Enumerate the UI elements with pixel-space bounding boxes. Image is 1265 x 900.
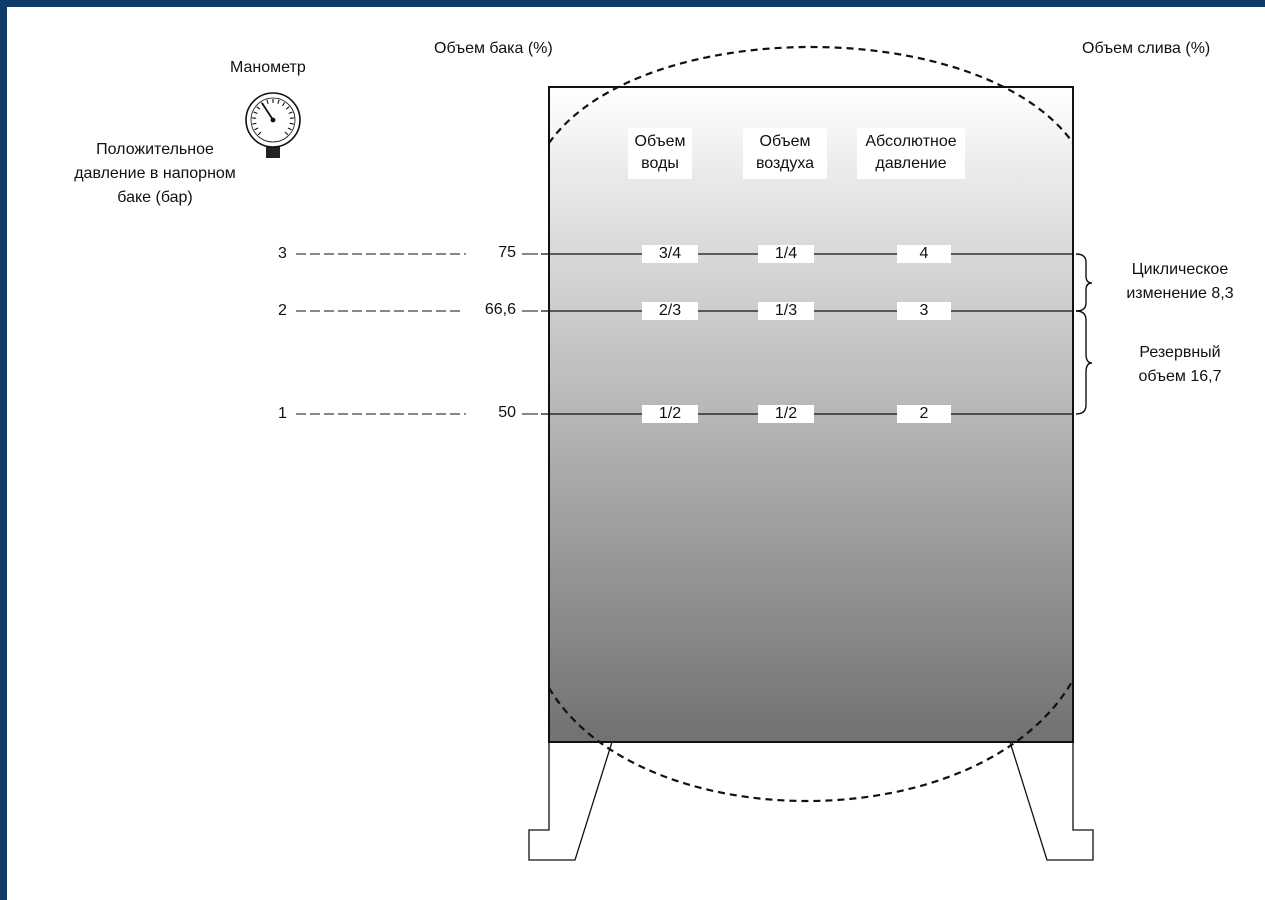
column-header-air-volume: Объем воздуха — [743, 128, 827, 179]
level-3-air-volume: 1/4 — [758, 245, 814, 263]
level-1-water-volume: 1/2 — [642, 405, 698, 423]
positive-pressure-label: Положительное давление в напорном баке (… — [74, 141, 236, 206]
level-2-pressure-value: 2 — [278, 302, 287, 319]
gauge-tick — [253, 111, 258, 114]
level-3-tank-volume: 75 — [498, 244, 516, 261]
level-1-absolute-pressure: 2 — [897, 405, 951, 423]
gauge-tick — [257, 131, 262, 136]
drain-volume-label: Объем слива (%) — [1082, 40, 1211, 57]
gauge-tick — [285, 106, 290, 110]
gauge-tick — [289, 122, 294, 125]
level-2-air-volume: 1/3 — [758, 302, 814, 320]
cyclic-change-label: Циклическое изменение 8,3 — [1126, 261, 1234, 302]
gauge-tick — [252, 122, 257, 125]
tank-leg-left — [528, 741, 613, 861]
tank-leg-right — [1009, 741, 1094, 861]
gauge-tick — [266, 99, 269, 104]
level-1-tank-volume: 50 — [498, 404, 516, 421]
gauge-tick — [284, 131, 289, 136]
level-1-pressure-value: 1 — [278, 405, 287, 422]
gauge-tick — [281, 102, 286, 107]
tank-volume-label: Объем бака (%) — [434, 40, 553, 57]
gauge-tick — [287, 127, 292, 131]
gauge-label: Манометр — [230, 59, 306, 76]
reserve-volume-brace — [1075, 310, 1093, 415]
gauge-tick — [256, 106, 261, 110]
level-1-air-volume: 1/2 — [758, 405, 814, 423]
level-3-absolute-pressure: 4 — [897, 245, 951, 263]
column-header-absolute-pressure: Абсолютное давление — [857, 128, 965, 179]
gauge-tick — [277, 99, 280, 104]
level-2-tank-volume: 66,6 — [484, 301, 516, 318]
tank-bottom-dome-dashed — [548, 679, 1074, 803]
gauge-tick — [254, 127, 259, 131]
level-3-water-volume: 3/4 — [642, 245, 698, 263]
column-header-water-volume: Объем воды — [628, 128, 692, 179]
pressure-gauge-icon — [245, 92, 301, 158]
cyclic-change-brace — [1075, 253, 1093, 312]
level-2-absolute-pressure: 3 — [897, 302, 951, 320]
level-3-pressure-value: 3 — [278, 245, 287, 262]
reserve-volume-label: Резервный объем 16,7 — [1138, 344, 1222, 385]
tank-top-dome-dashed — [548, 45, 1074, 144]
gauge-tick — [288, 111, 293, 114]
level-2-water-volume: 2/3 — [642, 302, 698, 320]
